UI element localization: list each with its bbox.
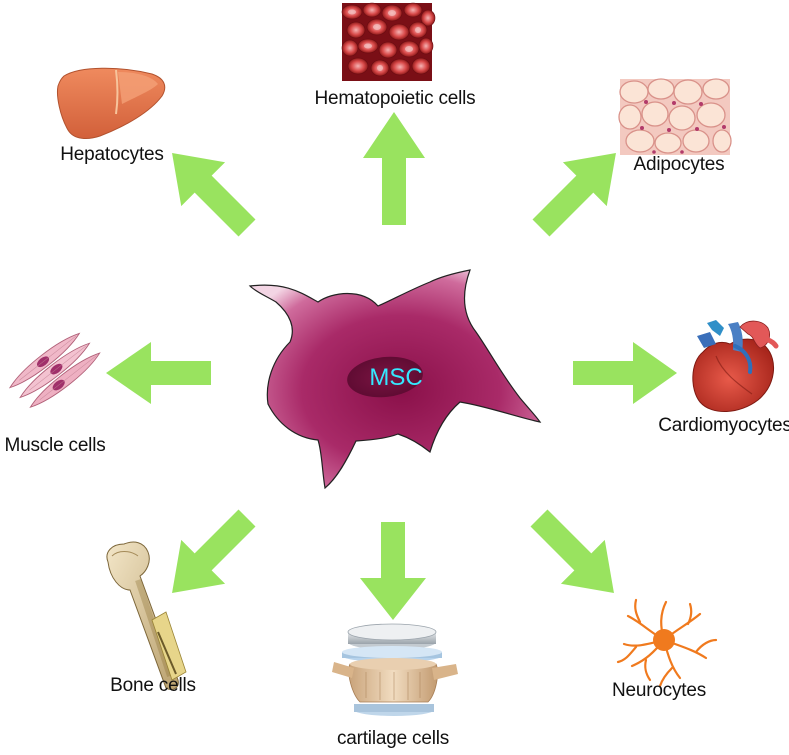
label-hematopoietic: Hematopoietic cells <box>315 88 476 109</box>
msc-label: MSC <box>369 364 422 391</box>
arrow-to-cardiomyocytes <box>573 342 677 404</box>
label-hepatocytes: Hepatocytes <box>60 144 163 165</box>
arrow-to-bone <box>172 509 256 593</box>
msc-nucleus <box>347 356 423 398</box>
arrow-to-hematopoietic <box>363 112 425 225</box>
red-blood-cells-icon <box>341 2 436 81</box>
label-bone: Bone cells <box>110 675 196 696</box>
vertebra-icon <box>332 623 458 716</box>
arrows <box>106 112 677 620</box>
label-muscle: Muscle cells <box>4 435 105 456</box>
fat-tissue-icon <box>618 78 732 155</box>
heart-icon <box>692 320 779 413</box>
arrow-to-adipocytes <box>532 153 616 237</box>
label-cartilage: cartilage cells <box>337 728 449 749</box>
label-neurocytes: Neurocytes <box>612 680 706 701</box>
arrow-to-hepatocytes <box>172 153 256 237</box>
neuron-icon <box>616 598 718 688</box>
msc-cell: MSC <box>248 269 542 490</box>
labels: Hematopoietic cells Adipocytes Cardiomyo… <box>4 88 789 749</box>
liver-icon <box>57 67 166 139</box>
arrow-to-muscle <box>106 342 211 404</box>
label-adipocytes: Adipocytes <box>634 154 725 175</box>
muscle-fiber-icon <box>8 332 101 409</box>
bone-icon <box>106 541 187 691</box>
arrow-to-cartilage <box>360 522 426 620</box>
arrow-to-neurocytes <box>530 509 614 593</box>
label-cardiomyocytes: Cardiomyocytes <box>658 415 789 436</box>
